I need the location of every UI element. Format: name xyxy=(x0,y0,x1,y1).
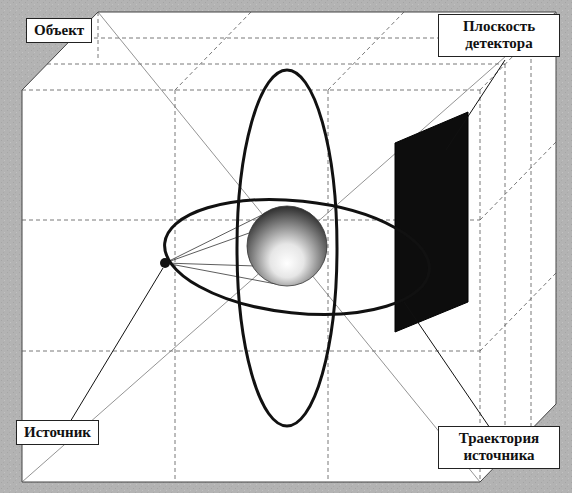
label-text: Источник xyxy=(24,424,91,441)
leader-lines xyxy=(70,60,505,428)
vertical-trajectory xyxy=(237,70,337,426)
cube-grid xyxy=(22,12,556,482)
source-label: Источник xyxy=(16,420,99,445)
sphere xyxy=(247,206,327,286)
horizontal-trajectory xyxy=(159,187,435,326)
label-text: Траектория источника xyxy=(446,430,552,465)
trajectory-label: Траектория источника xyxy=(438,426,560,469)
label-text: Плоскость детектора xyxy=(446,18,552,53)
object-cube xyxy=(22,12,556,482)
label-text: Объект xyxy=(34,22,84,39)
object-label: Объект xyxy=(26,18,92,43)
cube-diagonals xyxy=(22,12,556,482)
source-dot xyxy=(160,258,170,268)
detector-label: Плоскость детектора xyxy=(438,14,560,57)
